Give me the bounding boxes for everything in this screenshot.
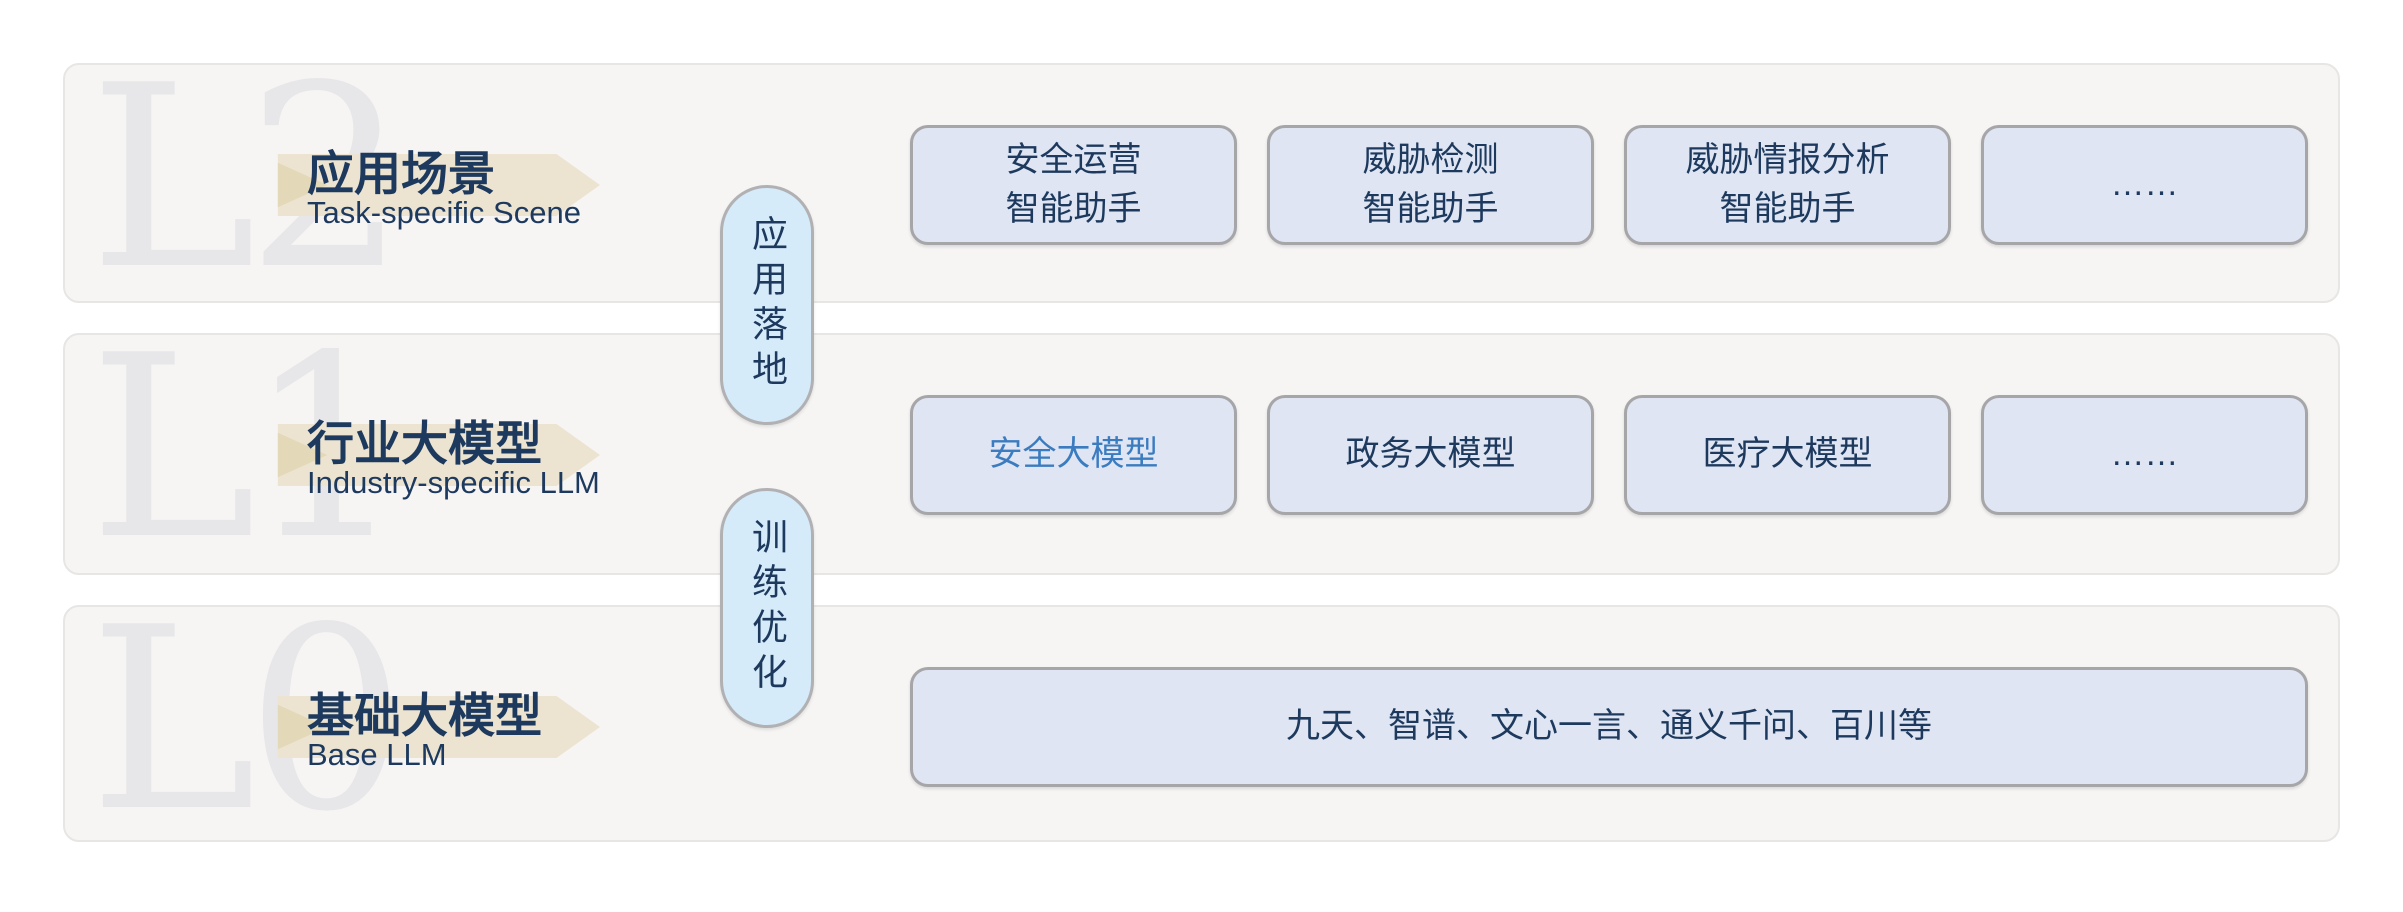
base-llm-box: 九天、智谱、文心一言、通义千问、百川等 — [910, 667, 2308, 787]
layer-title-l2: 应用场景 — [307, 147, 495, 200]
layer-subtitle-l0: Base LLM — [307, 737, 447, 772]
connector-pill-label: 训练优化 — [747, 518, 788, 698]
industry-box-more: …… — [1981, 395, 2308, 515]
layer-panel-l1: L1 行业大模型 Industry-specific LLM 安全大模型 政务大… — [63, 333, 2340, 575]
industry-box-gov-llm: 政务大模型 — [1267, 395, 1594, 515]
layer-panel-l0: L0 基础大模型 Base LLM 九天、智谱、文心一言、通义千问、百川等 — [63, 605, 2340, 842]
industry-box-medical-llm: 医疗大模型 — [1624, 395, 1951, 515]
connector-pill-training-optimization: 训练优化 — [720, 488, 814, 728]
connector-pill-label: 应用落地 — [747, 215, 788, 395]
title-arrow-icon — [277, 696, 600, 758]
layer-panel-l2: L2 应用场景 Task-specific Scene 安全运营 智能助手 威胁… — [63, 63, 2340, 303]
scene-box-row: 安全运营 智能助手 威胁检测 智能助手 威胁情报分析 智能助手 …… — [910, 125, 2308, 245]
scene-box-threat-detection: 威胁检测 智能助手 — [1267, 125, 1594, 245]
industry-box-label: 政务大模型 — [1345, 435, 1516, 474]
scene-box-label: 威胁检测 智能助手 — [1362, 140, 1499, 228]
industry-box-label: …… — [2110, 435, 2179, 474]
layer-subtitle-l2: Task-specific Scene — [307, 195, 581, 230]
layer-title-block-l2: 应用场景 Task-specific Scene — [65, 65, 845, 301]
layer-title-block-l0: 基础大模型 Base LLM — [65, 607, 845, 840]
industry-box-label-highlighted: 安全大模型 — [988, 435, 1159, 474]
scene-box-threat-intel: 威胁情报分析 智能助手 — [1624, 125, 1951, 245]
base-llm-box-label: 九天、智谱、文心一言、通义千问、百川等 — [1286, 707, 1932, 746]
scene-box-label: …… — [2110, 165, 2179, 204]
title-arrow-icon — [277, 424, 600, 486]
industry-box-security-llm: 安全大模型 — [910, 395, 1237, 515]
scene-box-label: 安全运营 智能助手 — [1005, 140, 1142, 228]
scene-box-label: 威胁情报分析 智能助手 — [1685, 140, 1890, 228]
industry-box-label: 医疗大模型 — [1702, 435, 1873, 474]
title-arrow-icon — [277, 154, 600, 216]
layer-title-l1: 行业大模型 — [307, 417, 542, 470]
base-model-box-row: 九天、智谱、文心一言、通义千问、百川等 — [910, 667, 2308, 787]
layer-subtitle-l1: Industry-specific LLM — [307, 465, 600, 500]
layer-title-block-l1: 行业大模型 Industry-specific LLM — [65, 335, 845, 573]
layer-title-l0: 基础大模型 — [307, 689, 542, 742]
connector-pill-application-deployment: 应用落地 — [720, 185, 814, 425]
scene-box-more: …… — [1981, 125, 2308, 245]
scene-box-security-ops: 安全运营 智能助手 — [910, 125, 1237, 245]
industry-model-box-row: 安全大模型 政务大模型 医疗大模型 …… — [910, 395, 2308, 515]
